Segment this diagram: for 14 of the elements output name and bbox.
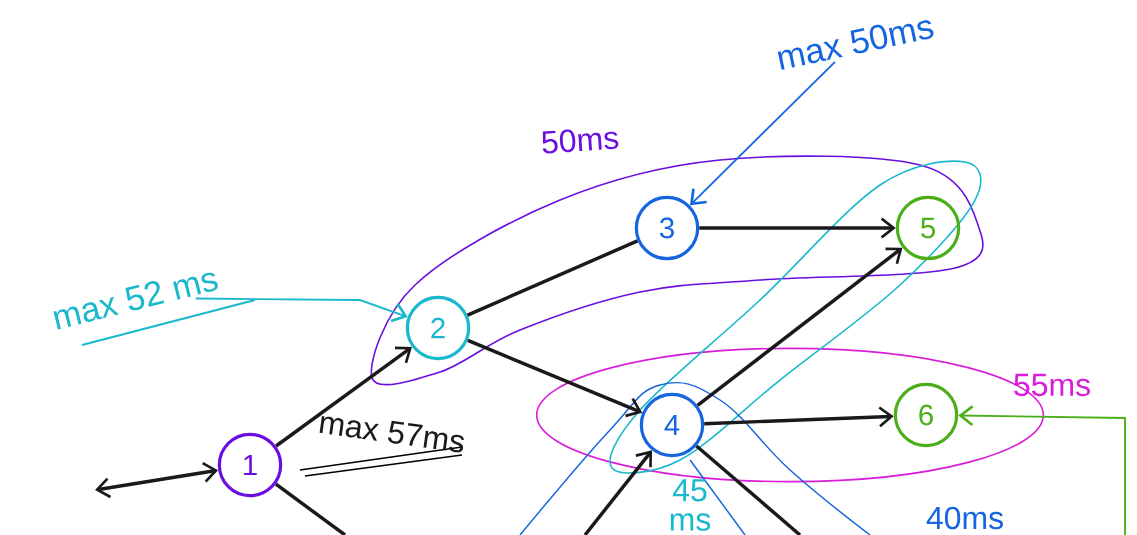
handwritten-note: max 50ms — [777, 20, 934, 70]
arrow — [958, 405, 1126, 535]
arrow — [689, 60, 836, 206]
arrow — [467, 338, 643, 418]
annotation-text: max 57ms — [319, 416, 464, 453]
arrow — [275, 346, 412, 448]
arrow — [583, 450, 652, 535]
handwritten-note: max 52 ms — [53, 272, 218, 330]
arrow — [704, 406, 894, 428]
annotation-text: 40ms — [926, 506, 1003, 530]
arrow — [95, 462, 219, 499]
arrow — [194, 297, 408, 323]
arrow — [696, 247, 903, 407]
arrow — [699, 217, 896, 239]
